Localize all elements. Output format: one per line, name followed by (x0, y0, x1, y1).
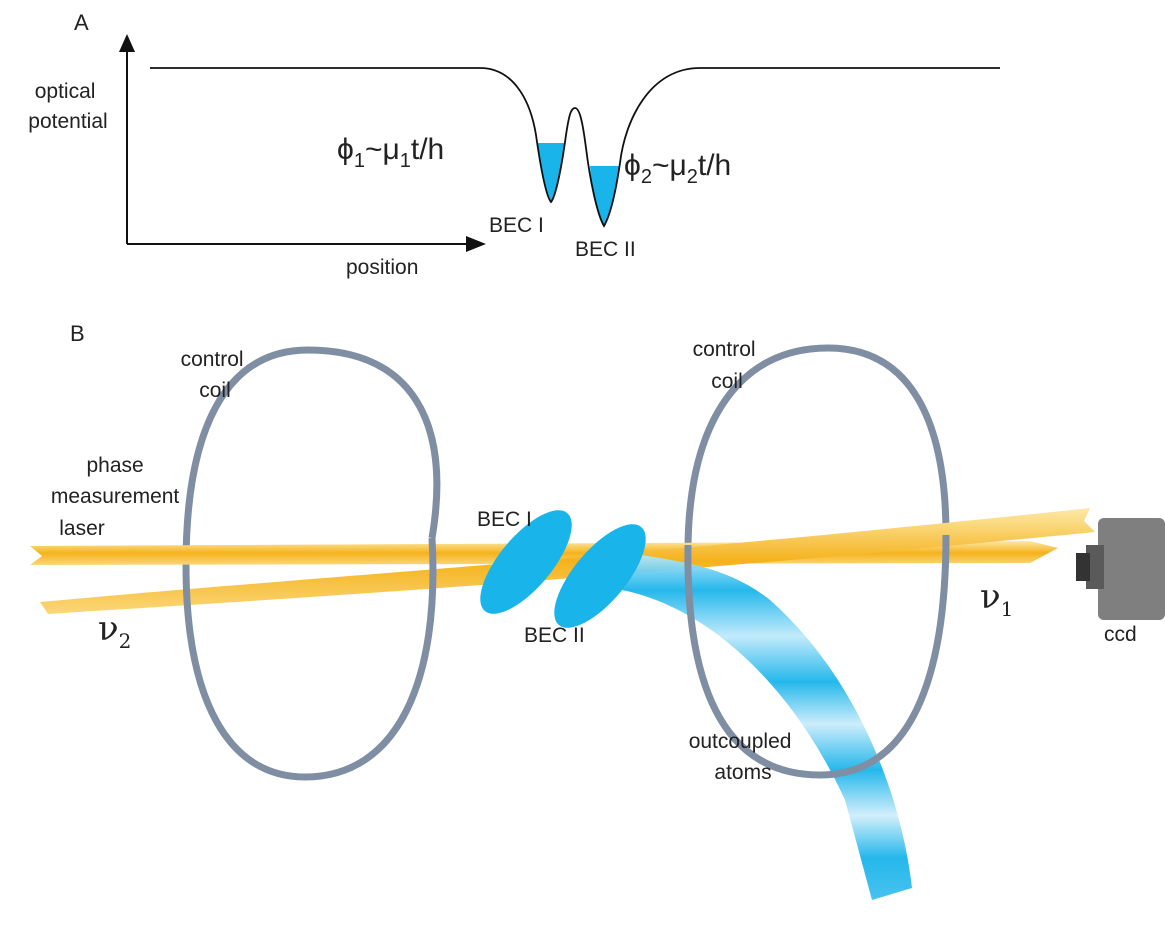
right-coil-label: control coil (693, 338, 762, 393)
left-coil-front (182, 537, 437, 781)
bec-i-label-b: BEC I (477, 508, 532, 531)
panel-b-label: B (70, 321, 85, 346)
bec-ii-cloud (554, 524, 646, 628)
left-coil-back (182, 346, 441, 566)
nu1-label: ν1 (980, 577, 1013, 621)
nu2-label: ν2 (98, 609, 131, 653)
right-coil-front (684, 534, 950, 779)
right-coil-back (684, 344, 950, 546)
outcoupled-atoms-stream (600, 548, 912, 900)
panel-b: B control coil control coi (30, 321, 1165, 900)
phi1-label: ϕ1~μ1t/h (337, 133, 444, 172)
y-axis-arrow-icon (119, 34, 135, 52)
y-axis-label: optical potential (28, 80, 107, 133)
left-coil-label: control coil (181, 348, 250, 402)
x-axis-arrow-icon (466, 236, 486, 252)
panel-a: A optical potential position ϕ1~μ1t/h ϕ2… (28, 10, 1000, 279)
ccd-camera-icon (1076, 518, 1165, 620)
panel-a-label: A (74, 10, 89, 35)
ccd-label: ccd (1104, 623, 1137, 646)
bec-ii-label-b: BEC II (524, 624, 585, 647)
bec-i-cloud (480, 510, 572, 614)
laser-label: phase measurement laser (51, 454, 185, 540)
bec-i-well-fill (537, 143, 565, 201)
bec-i-label-a: BEC I (489, 214, 544, 237)
bec-ii-well-fill (590, 166, 619, 225)
reference-laser-beam (40, 508, 1095, 614)
x-axis-label: position (346, 256, 418, 279)
bec-ii-label-a: BEC II (575, 238, 636, 261)
outcoupled-atoms-label: outcoupled atoms (689, 730, 798, 784)
phi2-label: ϕ2~μ2t/h (624, 149, 731, 188)
optical-potential-curve (150, 67, 1000, 228)
